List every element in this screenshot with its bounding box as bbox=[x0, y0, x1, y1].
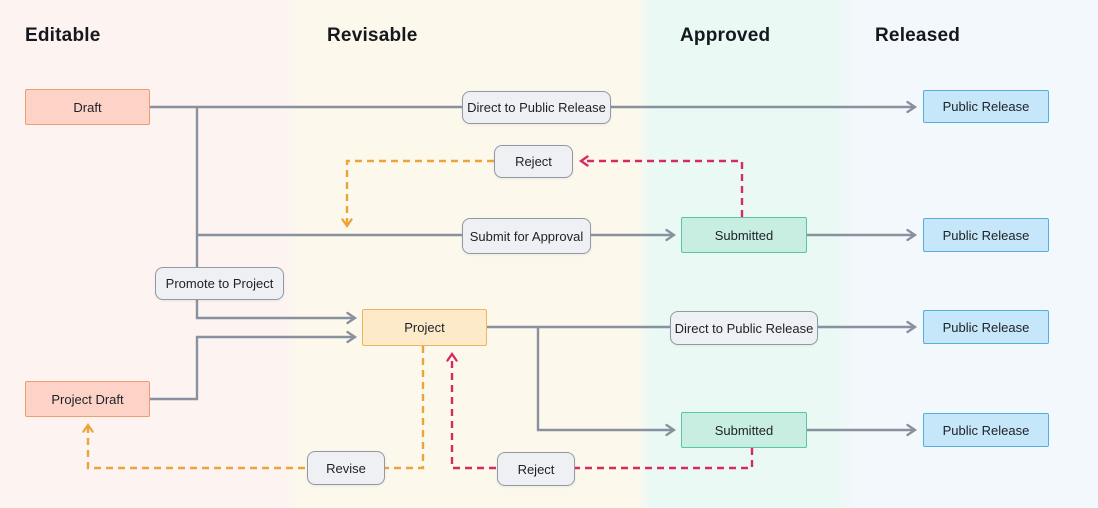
node-project-draft: Project Draft bbox=[25, 381, 150, 417]
node-submitted-top: Submitted bbox=[681, 217, 807, 253]
node-public-release-4: Public Release bbox=[923, 413, 1049, 447]
action-reject-top: Reject bbox=[494, 145, 573, 178]
node-draft: Draft bbox=[25, 89, 150, 125]
action-direct-to-public-release-top: Direct to Public Release bbox=[462, 91, 611, 124]
column-header-editable: Editable bbox=[25, 25, 101, 46]
node-submitted-bottom: Submitted bbox=[681, 412, 807, 448]
column-header-revisable: Revisable bbox=[327, 25, 418, 46]
action-revise: Revise bbox=[307, 451, 385, 485]
action-submit-for-approval: Submit for Approval bbox=[462, 218, 591, 254]
node-public-release-2: Public Release bbox=[923, 218, 1049, 252]
action-reject-bottom: Reject bbox=[497, 452, 575, 486]
node-project: Project bbox=[362, 309, 487, 346]
action-direct-to-public-release-bottom: Direct to Public Release bbox=[670, 311, 818, 345]
action-promote-to-project: Promote to Project bbox=[155, 267, 284, 300]
column-header-approved: Approved bbox=[680, 25, 771, 46]
node-public-release-1: Public Release bbox=[923, 90, 1049, 123]
node-public-release-3: Public Release bbox=[923, 310, 1049, 344]
column-header-released: Released bbox=[875, 25, 961, 46]
